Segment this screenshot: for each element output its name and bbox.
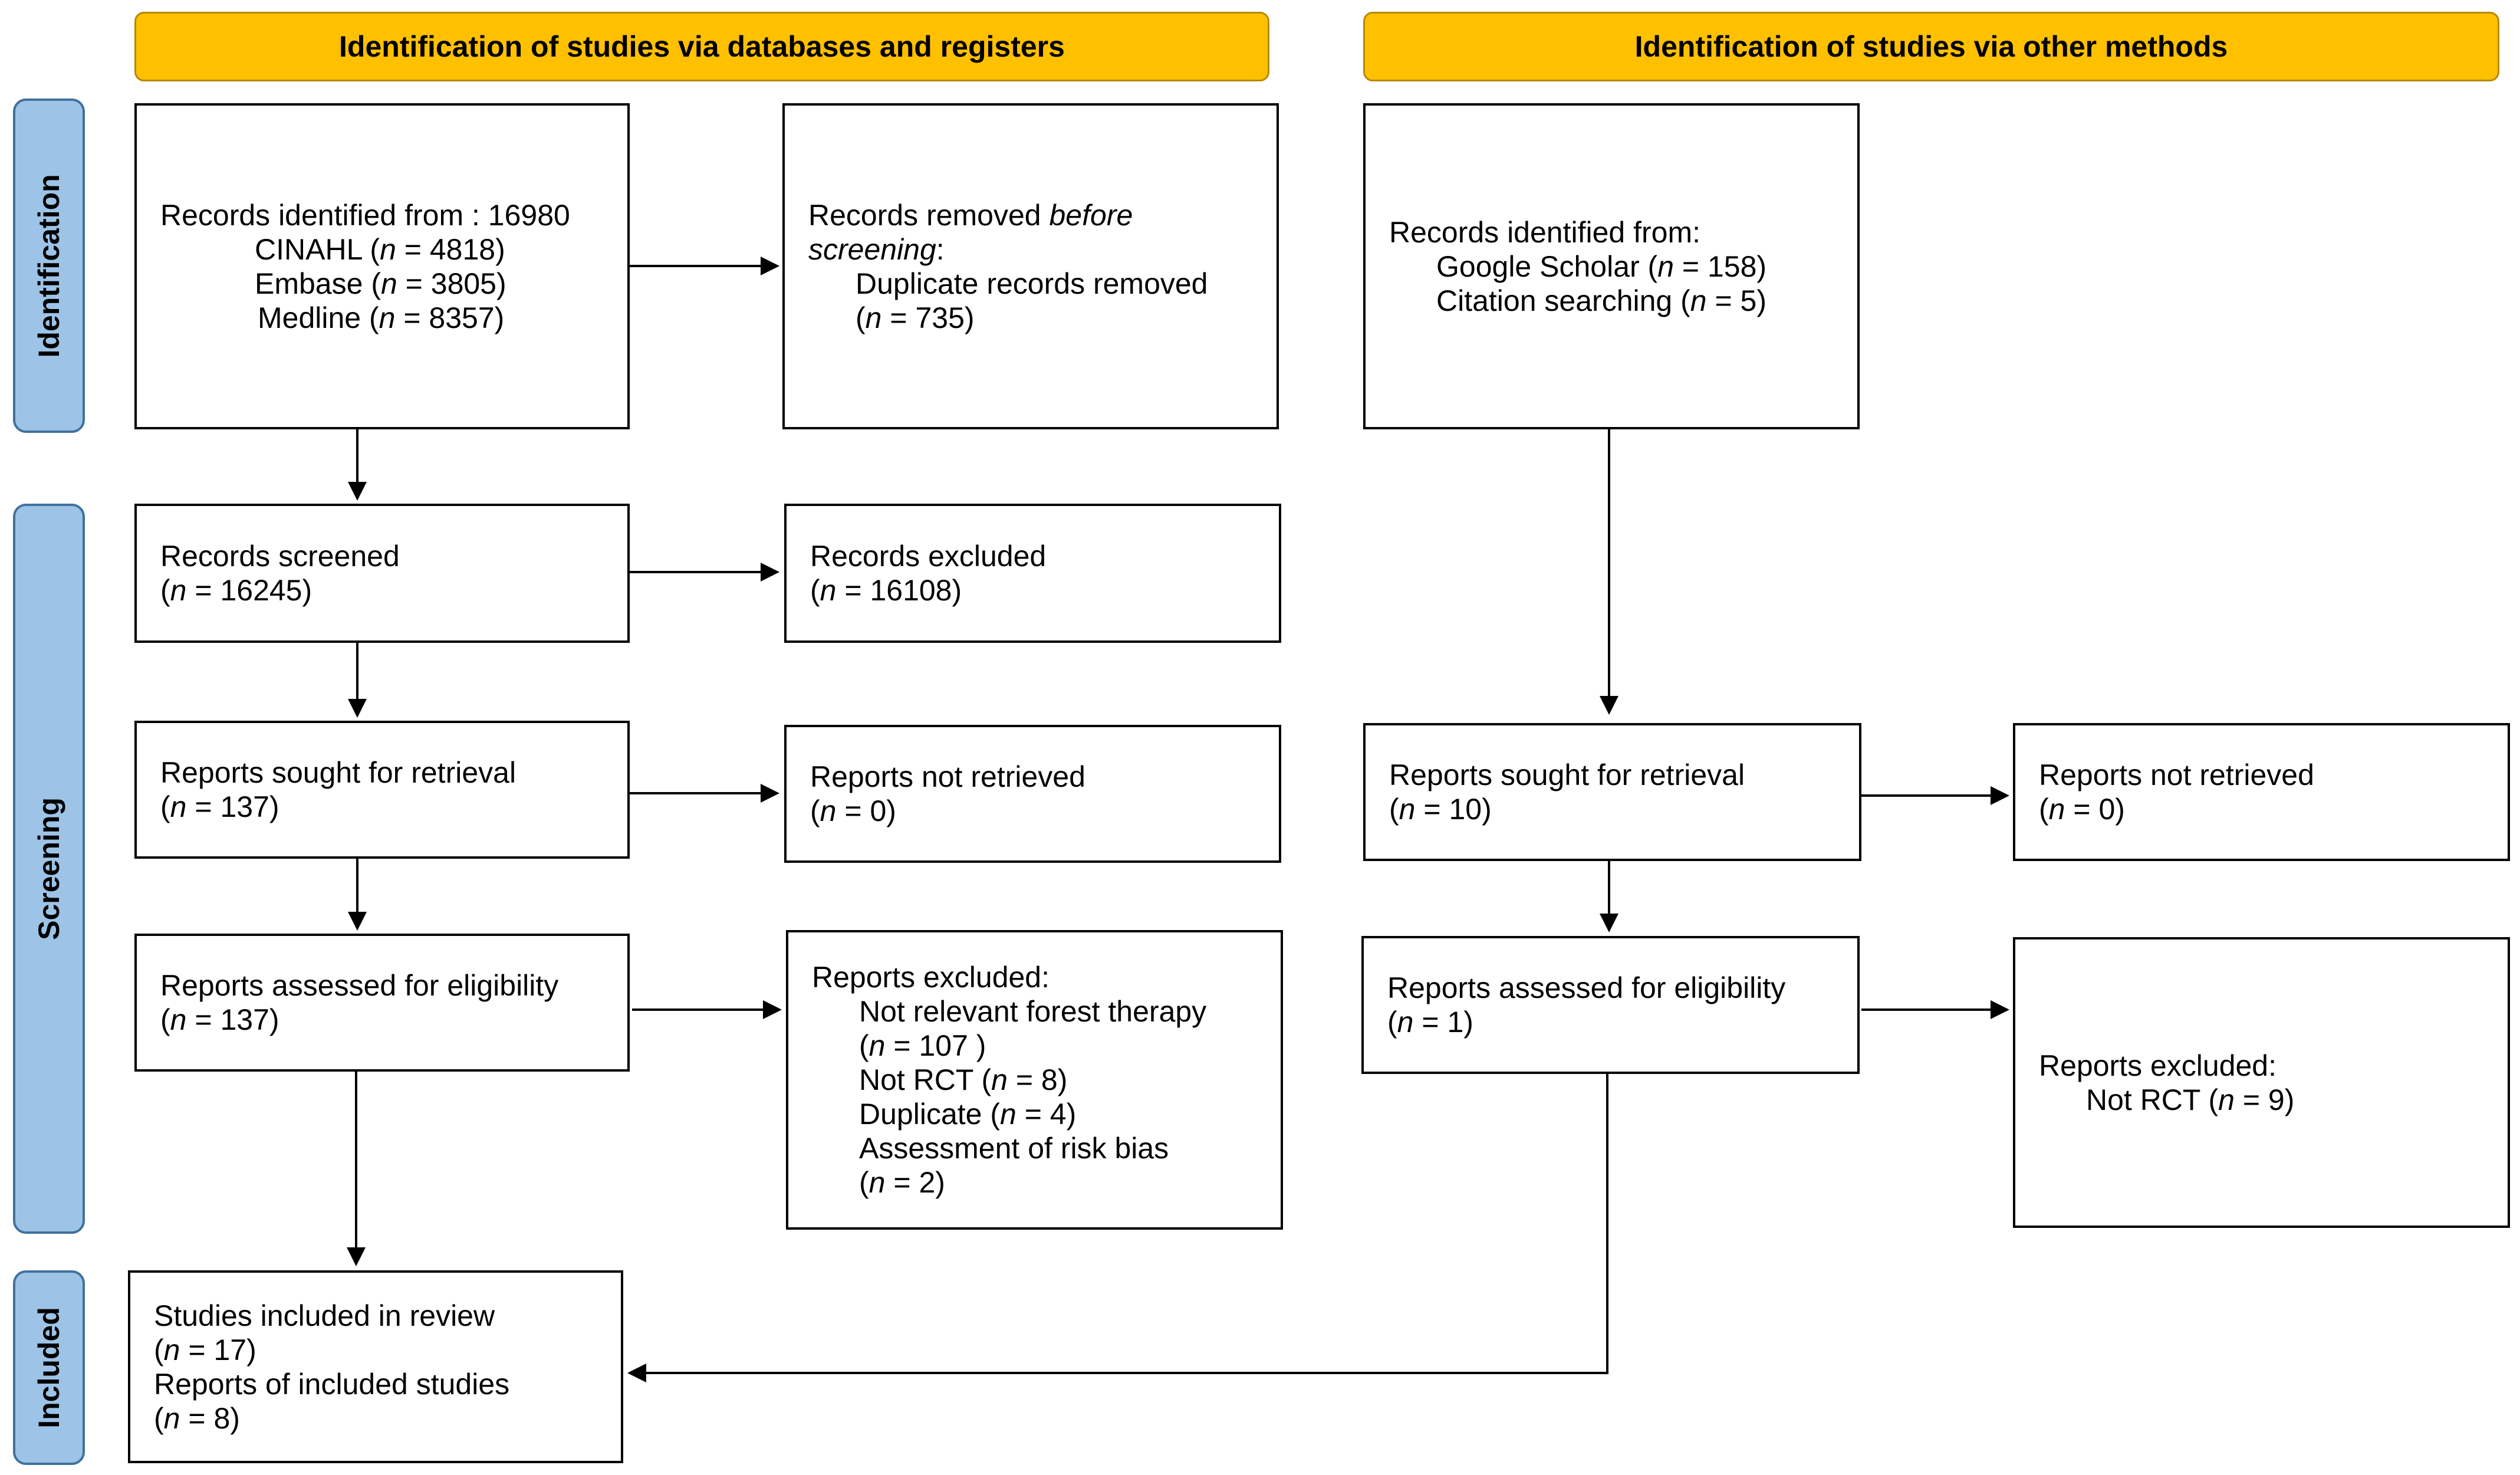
- records-excluded-count: (n = 16108): [810, 574, 962, 607]
- reports-sought-right-count: (n = 10): [1389, 793, 1492, 826]
- records-identified-box: Records identified from : 16980 CINAHL (…: [134, 103, 630, 429]
- reports-assessed-left-box: Reports assessed for eligibility (n = 13…: [134, 934, 630, 1072]
- side-identification: Identification: [13, 98, 85, 433]
- reason-risk-bias: Assessment of risk bias: [859, 1132, 1169, 1165]
- reports-assessed-right-title: Reports assessed for eligibility: [1387, 971, 1786, 1004]
- reason-not-relevant-count: (n = 107 ): [859, 1029, 986, 1062]
- header-databases: Identification of studies via databases …: [134, 12, 1269, 81]
- records-excluded-box: Records excluded (n = 16108): [784, 504, 1281, 643]
- reports-assessed-left-title: Reports assessed for eligibility: [160, 969, 559, 1002]
- header-other-methods-label: Identification of studies via other meth…: [1634, 30, 2228, 63]
- reports-included-title: Reports of included studies: [154, 1367, 510, 1401]
- reason-not-rct: Not RCT (n = 8): [859, 1063, 1068, 1096]
- duplicate-records-count: (n = 735): [856, 301, 975, 334]
- reports-not-retrieved-left-count: (n = 0): [810, 794, 896, 827]
- arrow-right-to-included: [627, 1074, 1608, 1382]
- reports-not-retrieved-right-box: Reports not retrieved (n = 0): [2013, 723, 2510, 861]
- reports-not-retrieved-right-count: (n = 0): [2039, 793, 2125, 826]
- other-records-title: Records identified from:: [1389, 215, 1701, 249]
- header-other-methods: Identification of studies via other meth…: [1363, 12, 2499, 81]
- records-screened-count: (n = 16245): [160, 574, 312, 607]
- reports-assessed-right-count: (n = 1): [1387, 1006, 1473, 1039]
- reports-sought-right-title: Reports sought for retrieval: [1389, 758, 1745, 791]
- reports-assessed-left-count: (n = 137): [160, 1003, 279, 1036]
- reports-not-retrieved-left-title: Reports not retrieved: [810, 760, 1085, 793]
- cinahl-line: CINAHL (n = 4818): [255, 232, 505, 266]
- reason-duplicate: Duplicate (n = 4): [859, 1098, 1077, 1131]
- records-removed-line2: screening:: [808, 232, 945, 266]
- reports-included-count: (n = 8): [154, 1401, 240, 1435]
- reports-assessed-right-box: Reports assessed for eligibility (n = 1): [1361, 936, 1860, 1074]
- reports-sought-right-box: Reports sought for retrieval (n = 10): [1363, 723, 1861, 861]
- records-removed-box: Records removed before screening: Duplic…: [782, 103, 1279, 429]
- medline-line: Medline (n = 8357): [258, 301, 505, 334]
- records-screened-title: Records screened: [160, 540, 400, 573]
- other-records-identified-box: Records identified from: Google Scholar …: [1363, 103, 1860, 429]
- reports-not-retrieved-right-title: Reports not retrieved: [2039, 758, 2314, 791]
- side-screening: Screening: [13, 504, 85, 1234]
- google-scholar-line: Google Scholar (n = 158): [1436, 249, 1767, 283]
- studies-included-count: (n = 17): [154, 1333, 256, 1366]
- reports-sought-left-count: (n = 137): [160, 790, 279, 823]
- header-databases-label: Identification of studies via databases …: [339, 30, 1065, 63]
- studies-included-box: Studies included in review (n = 17) Repo…: [128, 1270, 623, 1463]
- reason-risk-bias-count: (n = 2): [859, 1166, 945, 1199]
- studies-included-title: Studies included in review: [154, 1299, 495, 1332]
- records-screened-box: Records screened (n = 16245): [134, 504, 630, 643]
- reports-excluded-right-box: Reports excluded: Not RCT (n = 9): [2013, 937, 2510, 1228]
- reports-not-retrieved-left-box: Reports not retrieved (n = 0): [784, 725, 1281, 863]
- side-included: Included: [13, 1270, 85, 1465]
- reason-right-not-rct: Not RCT (n = 9): [2086, 1083, 2295, 1116]
- reports-sought-left-box: Reports sought for retrieval (n = 137): [134, 721, 630, 859]
- embase-line: Embase (n = 3805): [255, 267, 506, 300]
- reason-not-relevant: Not relevant forest therapy: [859, 995, 1207, 1028]
- citation-searching-line: Citation searching (n = 5): [1436, 284, 1767, 317]
- reports-excluded-right-title: Reports excluded:: [2039, 1049, 2277, 1082]
- reports-excluded-left-title: Reports excluded:: [812, 961, 1050, 994]
- records-removed-line1: Records removed before: [808, 198, 1133, 232]
- reports-sought-left-title: Reports sought for retrieval: [160, 756, 516, 789]
- records-identified-title: Records identified from : 16980: [160, 198, 570, 232]
- duplicate-records-removed: Duplicate records removed: [856, 267, 1208, 300]
- records-excluded-title: Records excluded: [810, 540, 1047, 573]
- reports-excluded-left-box: Reports excluded: Not relevant forest th…: [786, 930, 1283, 1230]
